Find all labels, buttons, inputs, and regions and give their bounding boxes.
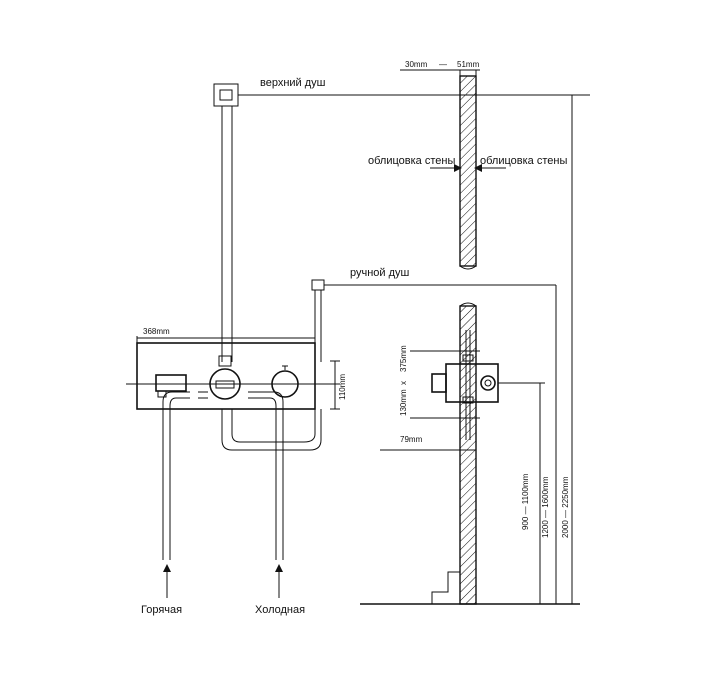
shelf-spout — [155, 374, 187, 392]
label-cladding-left: облицовка стены — [368, 155, 455, 167]
label-hot: Горячая — [141, 604, 182, 616]
cold-pipe — [262, 391, 284, 560]
top-shower-connector — [213, 83, 239, 107]
dim-height-hand: 1200 — 1600mm — [541, 476, 550, 538]
dim-box-depth: 79mm — [400, 435, 423, 444]
label-hand-shower: ручной душ — [350, 267, 410, 279]
label-cladding-right: облицовка стены — [480, 155, 567, 167]
dim-depth-bottom: 130mm — [399, 389, 408, 416]
label-top-shower: верхний душ — [260, 77, 326, 89]
hand-shower-connector — [311, 279, 325, 291]
label-cold: Холодная — [255, 604, 305, 616]
dim-panel-height: 110mm — [338, 374, 347, 400]
dim-depth-top: 375mm — [399, 345, 408, 372]
dim-panel-width: 368mm — [143, 327, 170, 336]
dim-height-mixer: 900 — 1100mm — [521, 473, 530, 530]
front-view — [126, 83, 590, 598]
hot-pipe — [162, 391, 190, 560]
dim-dash: — — [439, 60, 447, 69]
wall-upper — [459, 75, 477, 267]
mixer-panel — [136, 342, 316, 410]
dim-depth-x: x — [399, 381, 408, 385]
dim-height-top: 2000 — 2250mm — [561, 476, 570, 538]
diverter-knob — [209, 368, 241, 400]
thermostat-knob — [271, 370, 299, 398]
side-view — [360, 69, 580, 605]
dim-wall-max: 51mm — [457, 60, 480, 69]
dim-wall-min: 30mm — [405, 60, 428, 69]
